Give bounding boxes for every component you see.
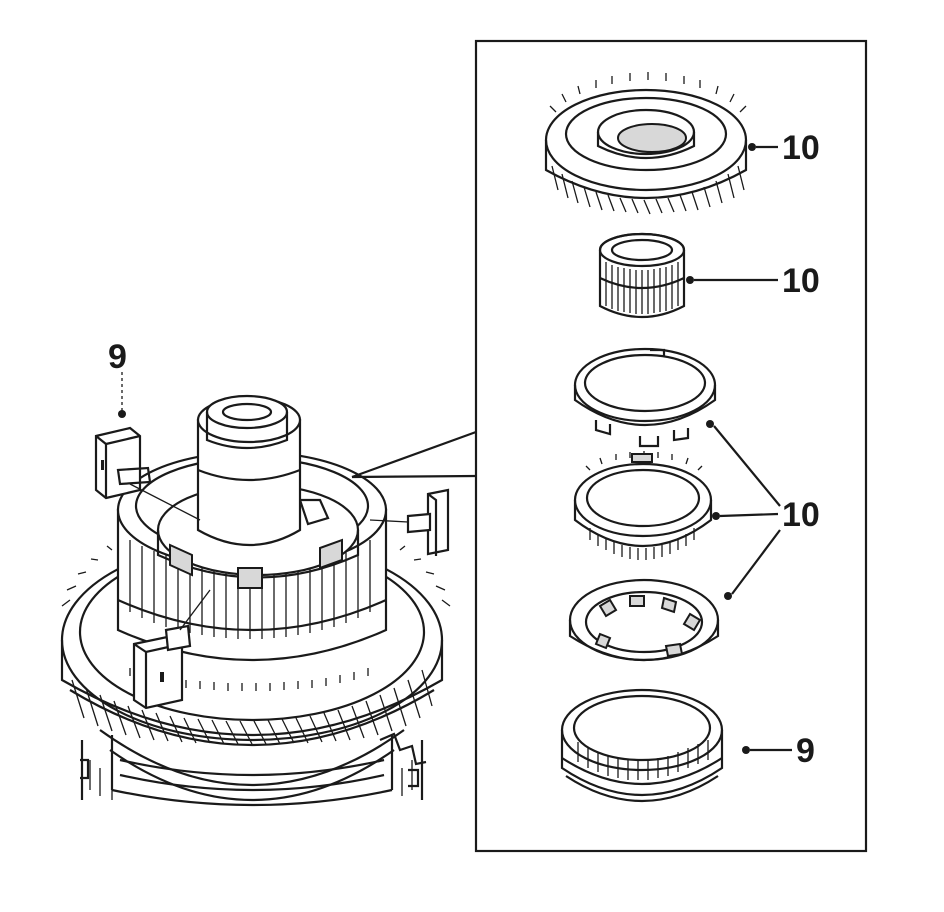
hub-drum (110, 735, 394, 807)
exploded-view-box: 10 10 (474, 39, 868, 853)
callout-10-gear: 10 (748, 129, 820, 167)
callout-label: 9 (796, 732, 815, 770)
main-shaft (196, 394, 302, 546)
synchro-sleeve-exploded (560, 688, 724, 803)
gear-top (544, 72, 748, 215)
needle-bearing (598, 232, 686, 319)
callout-10-bearing: 10 (686, 262, 820, 300)
synchro-ring-middle (573, 451, 713, 560)
synchro-ring-outer (573, 347, 717, 448)
callout-9-sleeve: 9 (742, 732, 815, 770)
synchro-ring-inner (568, 578, 720, 662)
leader-to-exploded-view (351, 430, 477, 479)
callout-label: 10 (782, 262, 820, 300)
synchro-key-left (94, 426, 201, 521)
callout-label: 10 (782, 129, 820, 167)
synchro-key-right (369, 488, 450, 556)
assembled-gear-cluster: 9 (60, 338, 477, 807)
callout-label: 9 (108, 338, 127, 376)
callout-9-left: 9 (108, 338, 127, 418)
callout-label: 10 (782, 496, 820, 534)
synchro-key-front (132, 589, 211, 710)
callout-10-rings: 10 (706, 420, 820, 600)
